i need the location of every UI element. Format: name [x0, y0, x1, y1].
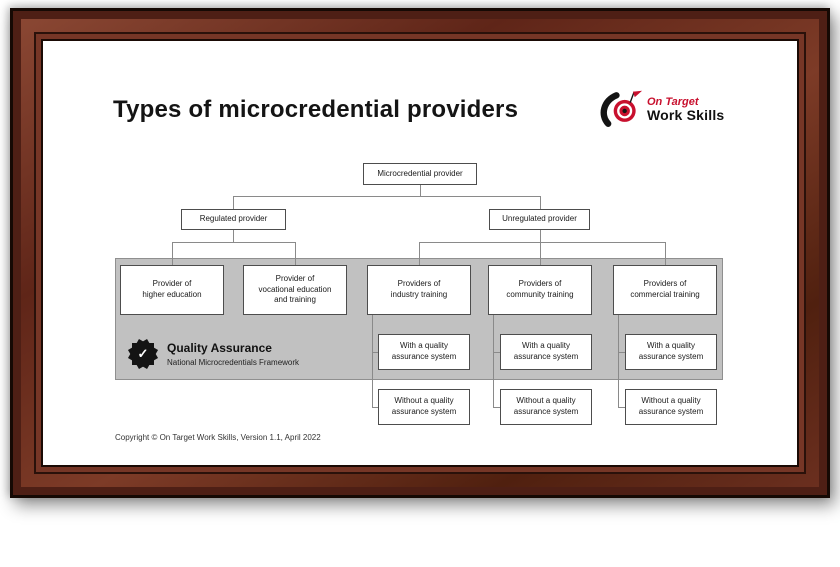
connector-line	[419, 242, 666, 243]
connector-line	[493, 407, 500, 408]
connector-line	[372, 315, 373, 407]
connector-line	[420, 185, 421, 196]
node-industry-training: Providers of industry training	[367, 265, 471, 315]
node-without-qa-commercial: Without a quality assurance system	[625, 389, 717, 425]
target-swoosh-icon	[600, 90, 643, 127]
connector-line	[233, 230, 234, 242]
connector-line	[665, 242, 666, 265]
connector-line	[618, 352, 625, 353]
page-title: Types of microcredential providers	[113, 96, 519, 123]
node-higher-education: Provider of higher education	[120, 265, 224, 315]
frame-inner-line: Types of microcredential providers	[34, 32, 806, 474]
node-commercial-training: Providers of commercial training	[613, 265, 717, 315]
connector-line	[618, 407, 625, 408]
frame-wood-band: Types of microcredential providers	[21, 19, 819, 487]
node-community-training: Providers of community training	[488, 265, 592, 315]
frame-edge-outer: Types of microcredential providers	[10, 8, 830, 498]
frame-band-dark: Types of microcredential providers	[13, 11, 827, 495]
frame-inner-bevel: Types of microcredential providers	[36, 34, 804, 472]
badge-check-icon: ✓	[131, 342, 155, 366]
node-unregulated-provider: Unregulated provider	[489, 209, 590, 230]
connector-line	[419, 242, 420, 265]
connector-line	[618, 315, 619, 407]
connector-line	[233, 196, 234, 209]
node-with-qa-commercial: With a quality assurance system	[625, 334, 717, 370]
copyright-text: Copyright © On Target Work Skills, Versi…	[115, 433, 321, 442]
node-without-qa-community: Without a quality assurance system	[500, 389, 592, 425]
logo-text: On Target Work Skills	[647, 95, 725, 124]
connector-line	[493, 315, 494, 407]
qa-panel-title: Quality Assurance	[167, 341, 272, 355]
connector-line	[372, 407, 378, 408]
picture-frame: Types of microcredential providers	[10, 8, 830, 498]
quality-badge-icon: ✓	[127, 338, 159, 370]
connector-line	[172, 242, 173, 265]
logo: On Target Work Skills	[599, 85, 769, 135]
node-vocational-education: Provider of vocational education and tra…	[243, 265, 347, 315]
logo-line2: Work Skills	[647, 107, 725, 124]
logo-line1: On Target	[647, 95, 699, 108]
node-microcredential-provider: Microcredential provider	[363, 163, 477, 185]
node-with-qa-community: With a quality assurance system	[500, 334, 592, 370]
poster-canvas: Types of microcredential providers	[41, 39, 799, 467]
connector-line	[233, 196, 541, 197]
connector-line	[540, 196, 541, 209]
connector-line	[540, 242, 541, 265]
qa-panel-subtitle: National Microcredentials Framework	[167, 358, 300, 367]
connector-line	[295, 242, 296, 265]
connector-line	[172, 242, 296, 243]
node-without-qa-industry: Without a quality assurance system	[378, 389, 470, 425]
connector-line	[372, 352, 378, 353]
connector-line	[493, 352, 500, 353]
connector-line	[540, 230, 541, 242]
node-with-qa-industry: With a quality assurance system	[378, 334, 470, 370]
node-regulated-provider: Regulated provider	[181, 209, 286, 230]
